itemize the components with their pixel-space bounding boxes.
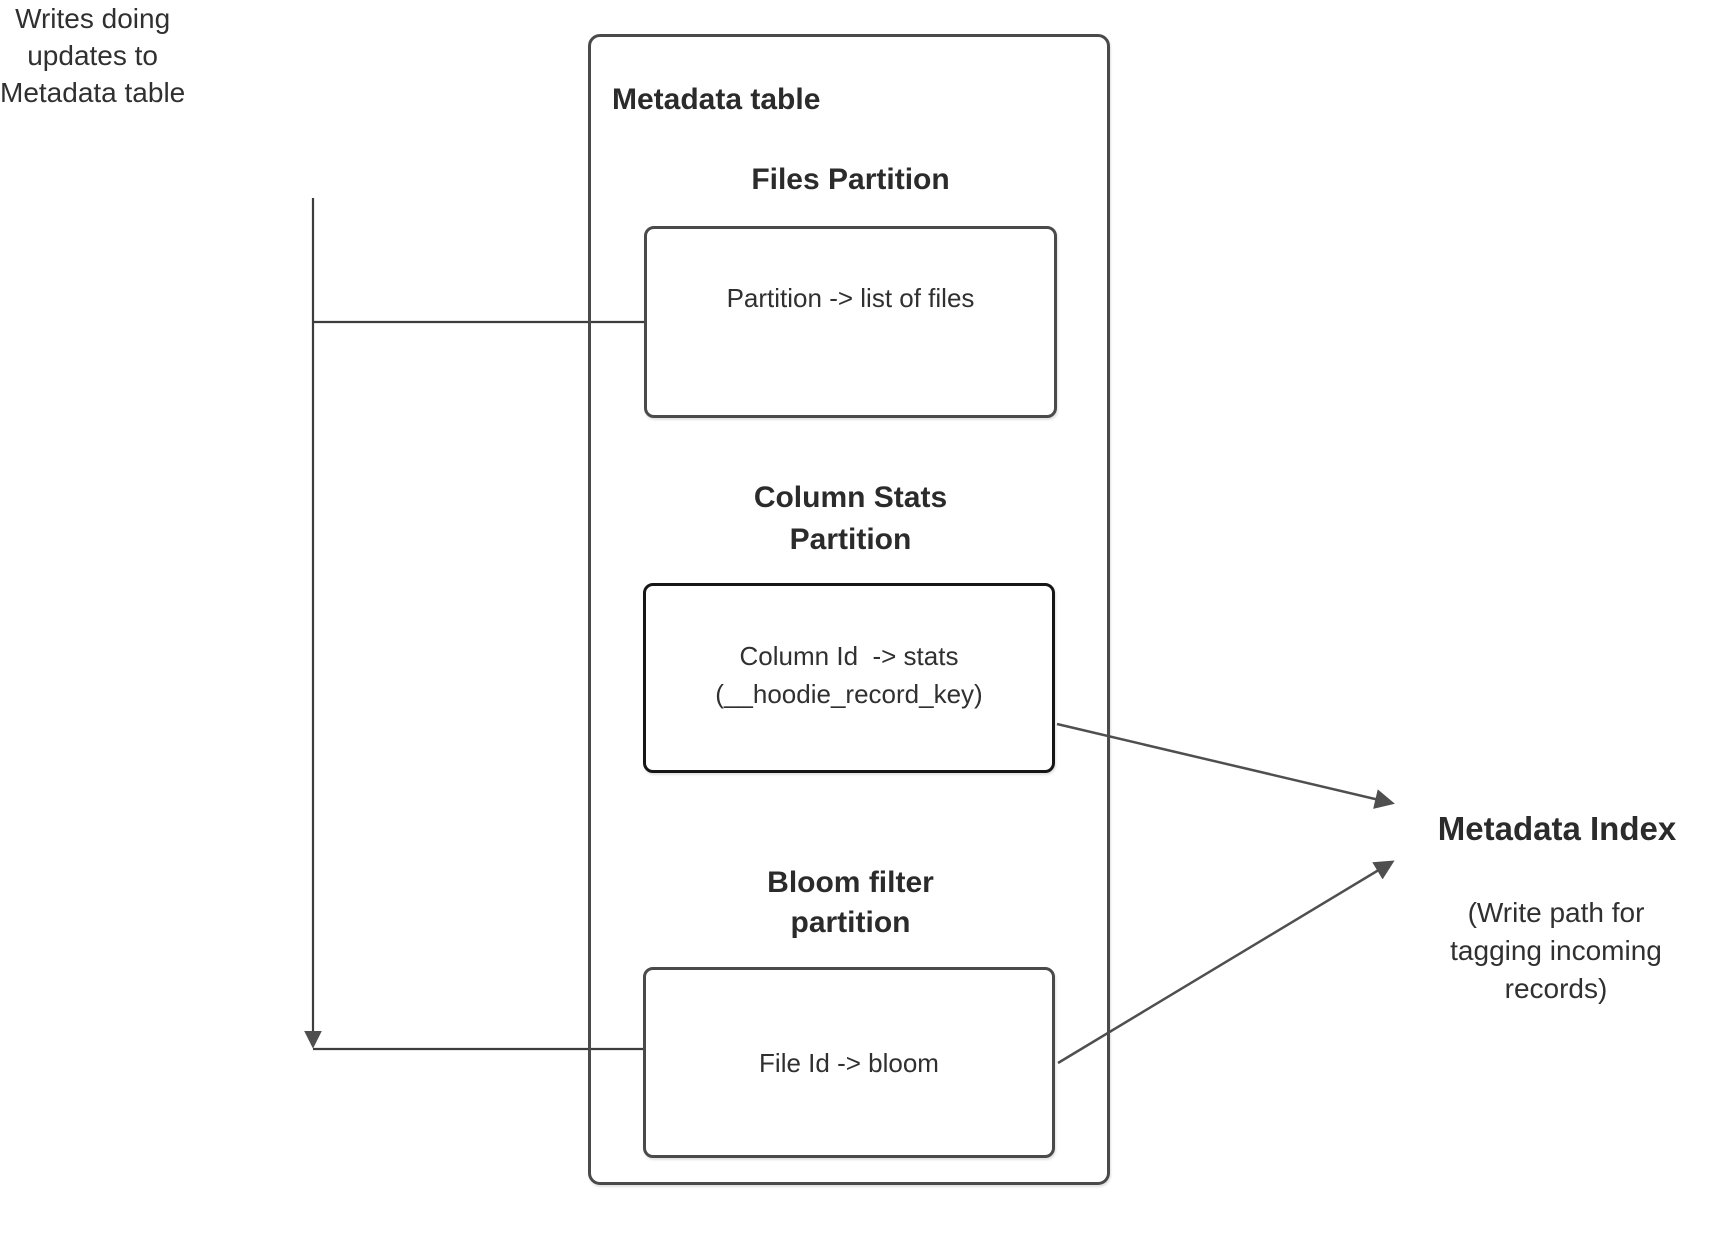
arrow-bloom-filter-to-metadata-index [1057, 860, 1395, 1065]
column-stats-text-line2: (__hoodie_record_key) [715, 679, 983, 709]
metadata-table-title: Metadata table [612, 83, 821, 116]
column-stats-partition-heading: Column Stats Partition [753, 481, 948, 556]
bloom-filter-partition-box: File Id -> bloom [643, 967, 1055, 1158]
bloom-filter-text: File Id -> bloom [759, 1047, 939, 1078]
metadata-index-caption: (Write path for tagging incoming records… [1450, 897, 1662, 1004]
files-partition-text: Partition -> list of files [726, 283, 975, 313]
column-stats-partition-box: Column Id -> stats (__hoodie_record_key) [643, 583, 1055, 773]
metadata-table-box [588, 34, 1110, 1185]
writes-updates-label: Writes doing updates to Metadata table [0, 3, 186, 108]
metadata-index-title: Metadata Index [1437, 810, 1677, 847]
column-stats-text-line1: Column Id -> stats [739, 641, 959, 671]
files-partition-heading: Files Partition [751, 163, 950, 196]
files-partition-box: Partition -> list of files [644, 226, 1057, 418]
bloom-filter-partition-heading: Bloom filter partition [767, 866, 934, 939]
arrow-column-stats-to-metadata-index [1056, 722, 1395, 809]
